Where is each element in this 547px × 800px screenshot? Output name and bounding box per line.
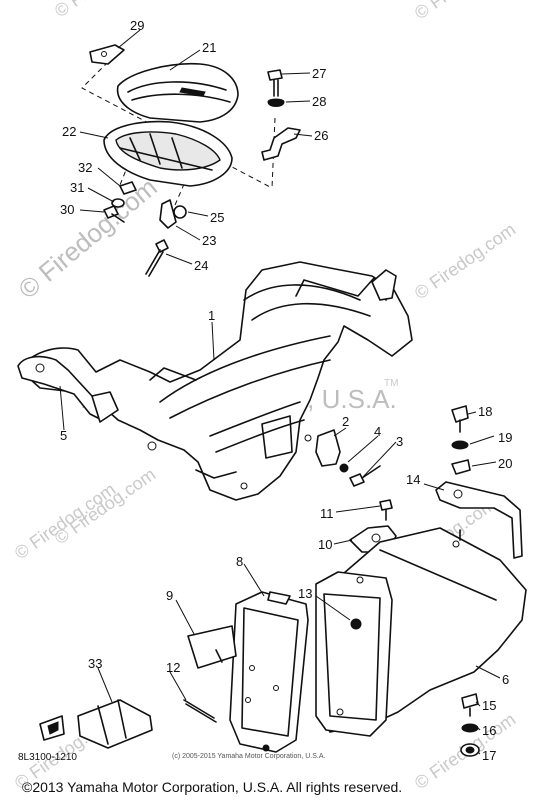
- part-label-33: 33: [88, 656, 102, 671]
- part-label-25: 25: [210, 210, 224, 225]
- diagram-reference: 8L3100-1210: [18, 752, 77, 763]
- bracket-14: [435, 481, 523, 559]
- leader-lines: [59, 29, 501, 755]
- rod-12: [183, 699, 217, 723]
- part-label-1: 1: [208, 308, 215, 323]
- part-label-24: 24: [194, 258, 208, 273]
- fasteners-left: [103, 181, 187, 277]
- part-label-32: 32: [78, 160, 92, 175]
- air-box-assembly: [81, 44, 276, 206]
- grommet-25: [173, 205, 187, 219]
- bracket-26: [261, 127, 301, 161]
- part-label-12: 12: [166, 660, 180, 675]
- fasteners-right-top: [261, 69, 301, 161]
- clamp-23: [159, 199, 177, 229]
- fasteners-right-mid: [435, 405, 523, 559]
- pouch-33: [39, 699, 153, 749]
- part-label-18: 18: [478, 404, 492, 419]
- watermark-firedog: © Firedog.com: [411, 219, 519, 303]
- part-label-14: 14: [406, 472, 420, 487]
- watermark-firedog: © Firedog.com: [13, 172, 163, 305]
- bolt-24: [155, 239, 169, 253]
- part-label-27: 27: [312, 66, 326, 81]
- part-label-23: 23: [202, 233, 216, 248]
- panel-9: [187, 625, 237, 669]
- footer-copyright: ©2013 Yamaha Motor Corporation, U.S.A. A…: [22, 779, 402, 795]
- part-label-16: 16: [482, 723, 496, 738]
- box-panel-13: [315, 571, 393, 737]
- bolt-27: [267, 69, 283, 81]
- inner-copyright: (c) 2005-2015 Yamaha Motor Corporation, …: [172, 753, 325, 760]
- part-label-28: 28: [312, 94, 326, 109]
- part-label-30: 30: [60, 202, 74, 217]
- part-label-21: 21: [202, 40, 216, 55]
- washer-31: [111, 198, 125, 208]
- part-label-13: 13: [298, 586, 312, 601]
- washer-16: [461, 723, 479, 733]
- washer-19: [451, 440, 469, 450]
- part-label-31: 31: [70, 180, 84, 195]
- part-label-22: 22: [62, 124, 76, 139]
- part-label-17: 17: [482, 748, 496, 763]
- nut-32: [119, 181, 137, 195]
- part-label-8: 8: [236, 554, 243, 569]
- bracket-2: [315, 429, 341, 467]
- frame-assembly-1: [17, 261, 413, 501]
- fasteners-lower-right: [460, 693, 480, 757]
- washer-4: [339, 463, 349, 473]
- part-label-11: 11: [320, 506, 334, 521]
- watermark-firedog: © Firedog.com: [51, 464, 159, 548]
- watermark-tm: TM: [384, 378, 398, 389]
- part-label-4: 4: [374, 424, 381, 439]
- air-cover-21: [116, 62, 239, 123]
- bracket-29: [89, 44, 125, 65]
- part-label-19: 19: [498, 430, 512, 445]
- part-label-20: 20: [498, 456, 512, 471]
- bolt-3: [349, 473, 365, 487]
- bolt-11: [379, 499, 393, 511]
- part-label-26: 26: [314, 128, 328, 143]
- nut-20: [451, 459, 471, 475]
- part-label-29: 29: [130, 18, 144, 33]
- washer-28: [267, 98, 285, 107]
- part-label-3: 3: [396, 434, 403, 449]
- box-8: [229, 591, 309, 753]
- part-labels: 29 21 27 28 26 22 32 31 30 25 23 24 1 5 …: [60, 18, 512, 763]
- part-label-10: 10: [318, 537, 332, 552]
- bolt-15: [461, 693, 479, 709]
- part-label-15: 15: [482, 698, 496, 713]
- watermark-firedog: © Firedog.com: [411, 0, 519, 23]
- fasteners-mid: [315, 429, 381, 487]
- part-label-6: 6: [502, 672, 509, 687]
- bolt-18: [451, 405, 469, 423]
- part-label-5: 5: [60, 428, 67, 443]
- part-label-2: 2: [342, 414, 349, 429]
- part-label-9: 9: [166, 588, 173, 603]
